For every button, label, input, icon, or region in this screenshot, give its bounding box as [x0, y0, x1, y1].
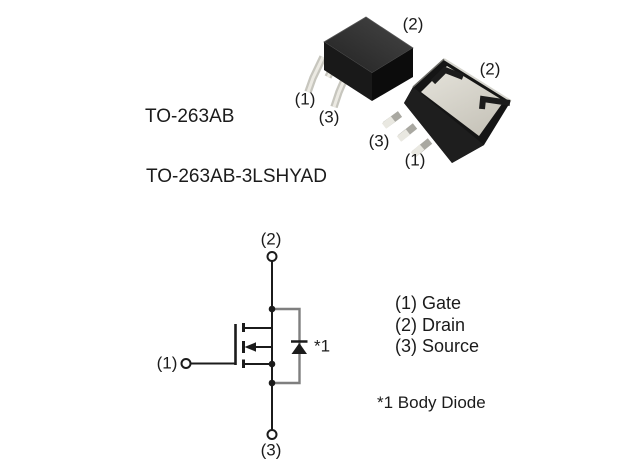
package-photo-back-view — [381, 58, 512, 163]
body-edge-highlight — [443, 58, 512, 102]
schematic-drain-label: (2) — [260, 229, 282, 249]
schematic-gate-label: (1) — [156, 353, 178, 373]
body-bottom-face — [404, 87, 484, 163]
body-arrow — [244, 342, 256, 352]
package-variant-name: TO-263AB-3LSHYAD — [146, 166, 327, 187]
lead-pin3-foot — [381, 116, 396, 129]
photo-left-pin3-label: (3) — [318, 107, 340, 127]
junction-dot-drain — [268, 305, 276, 313]
junction-dot-diode — [268, 379, 276, 387]
photo-left-pin1-label: (1) — [294, 89, 316, 109]
body-diode-footnote: *1 Body Diode — [377, 393, 486, 412]
body-diode-symbol — [291, 343, 307, 354]
body-diode-marker: *1 — [314, 336, 331, 356]
legend-source-item: (3) Source — [395, 336, 480, 356]
lead-pin1-highlight — [306, 56, 325, 93]
drain-terminal — [266, 251, 278, 262]
body-side-face — [372, 48, 413, 101]
photo-right-pin1-label: (1) — [404, 150, 426, 170]
photo-left-pin2-label: (2) — [402, 14, 424, 34]
package-body — [323, 16, 414, 101]
body-diode-branch — [272, 307, 301, 385]
junction-dot-source — [268, 360, 276, 368]
package-photo-front-view — [304, 16, 414, 109]
package-leads — [381, 111, 433, 158]
lead-pin2-foot — [396, 129, 411, 142]
photo-right-pin3-label: (3) — [368, 131, 390, 151]
lead-pin1-foot — [410, 144, 425, 158]
pin-legend: (1) Gate (2) Drain (3) Source — [395, 293, 479, 358]
tab-notch-right — [479, 95, 511, 110]
body-front-face — [324, 42, 372, 101]
schematic-source-label: (3) — [260, 440, 282, 460]
body-edge-bevel — [412, 58, 445, 88]
metal-tab-face — [421, 66, 504, 136]
mosfet-schematic — [180, 251, 308, 440]
legend-gate-item: (1) Gate — [395, 293, 462, 313]
source-terminal — [266, 429, 278, 440]
legend-drain-item: (2) Drain — [395, 314, 466, 335]
gate-terminal — [180, 358, 192, 369]
photo-right-pin2-label: (2) — [479, 59, 501, 79]
package-name: TO-263AB — [145, 106, 235, 127]
tab-notch-top — [430, 66, 465, 85]
